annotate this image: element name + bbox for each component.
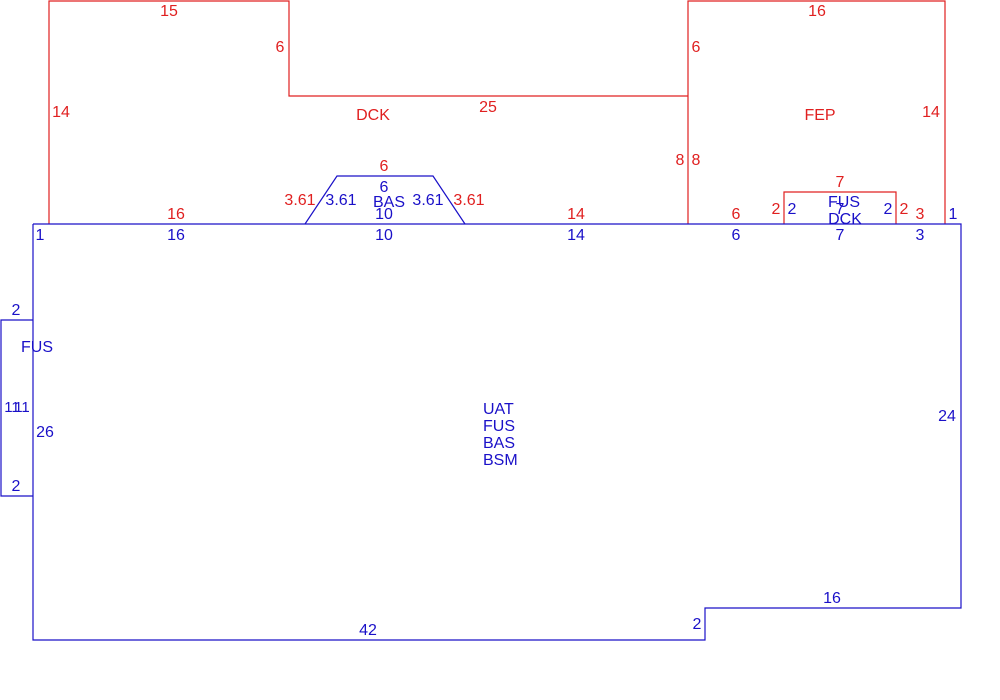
dck-box-label-2: DCK [828, 211, 862, 228]
fep-area-label: FEP [804, 107, 835, 124]
dck-bottom-left-dim: 16 [167, 206, 185, 223]
dck-box-right-dim: 2 [884, 201, 893, 218]
dck-outline [48, 0, 688, 224]
main-top-dim-4: 6 [732, 227, 741, 244]
main-level-outline [0, 175, 962, 641]
bas-area-label: BAS [373, 194, 405, 211]
main-corner-dim: 1 [36, 227, 45, 244]
fus-box-label: FUS [21, 339, 53, 356]
upper-box-right-dim: 2 [900, 201, 909, 218]
fep-left-dim-a: 8 [676, 152, 685, 169]
main-area-label-2: FUS [483, 418, 515, 435]
main-bottom-dim: 42 [359, 622, 377, 639]
main-top-dim-6: 3 [916, 227, 925, 244]
bas-bottom-dim: 10 [375, 206, 393, 223]
dck-left-dim: 14 [52, 104, 70, 121]
bas-right-dim: 3.61 [412, 192, 443, 209]
fus-box-right-dim: 11 [14, 399, 30, 416]
trap-top-dim: 6 [380, 158, 389, 175]
fus-box-top-dim: 2 [12, 302, 21, 319]
dck-mid-dim: 25 [479, 99, 497, 116]
fus-box-bottom-dim: 2 [12, 478, 21, 495]
dck-left-top-dim: 15 [160, 3, 178, 20]
main-bottom-step-dim: 16 [823, 590, 841, 607]
dck-step-dim: 6 [276, 39, 285, 56]
main-top-dim-1: 16 [167, 227, 185, 244]
dck-bottom-right-dim: 14 [567, 206, 585, 223]
bas-top-dim: 6 [380, 179, 389, 196]
fep-left-dim-b: 8 [692, 152, 701, 169]
fus-box-left-dim: 11 [4, 399, 20, 416]
upper-box-outline [783, 191, 897, 224]
main-level-labels: 1 1 16 10 14 6 7 3 6 BAS 10 3.61 3.61 FU… [4, 179, 957, 639]
main-area-label-4: BSM [483, 452, 518, 469]
dck-box-top-dim: 7 [836, 201, 845, 218]
main-top-dim-2: 10 [375, 227, 393, 244]
fep-bottom-left-dim: 6 [732, 206, 741, 223]
dck-box-label-1: FUS [828, 194, 860, 211]
upper-level-labels: 15 6 14 25 DCK 16 14 6 3.61 3.61 16 6 FE… [52, 3, 940, 223]
main-corner-right-dim: 1 [949, 206, 958, 223]
main-bottom-step-v-dim: 2 [693, 616, 702, 633]
main-area-label-3: BAS [483, 435, 515, 452]
fep-outline [687, 0, 946, 224]
fus-box-outline [0, 319, 33, 497]
fep-right-dim: 14 [922, 104, 940, 121]
upper-box-left-dim: 2 [772, 201, 781, 218]
upper-level-outline [48, 0, 946, 224]
upper-box-top-dim: 7 [836, 174, 845, 191]
main-outline [32, 223, 962, 641]
main-area-label-1: UAT [483, 401, 514, 418]
dck-area-label: DCK [356, 107, 390, 124]
main-top-dim-5: 7 [836, 227, 845, 244]
bas-trapezoid [304, 175, 466, 225]
main-right-dim: 24 [938, 408, 956, 425]
fep-top-dim: 16 [808, 3, 826, 20]
main-top-dim-3: 14 [567, 227, 585, 244]
trap-left-dim: 3.61 [284, 192, 315, 209]
bas-left-dim: 3.61 [325, 192, 356, 209]
fep-bottom-right-dim: 3 [916, 206, 925, 223]
fep-step-dim: 6 [692, 39, 701, 56]
main-left-dim: 26 [36, 424, 54, 441]
dck-box-left-dim: 2 [788, 201, 797, 218]
trap-right-dim: 3.61 [453, 192, 484, 209]
